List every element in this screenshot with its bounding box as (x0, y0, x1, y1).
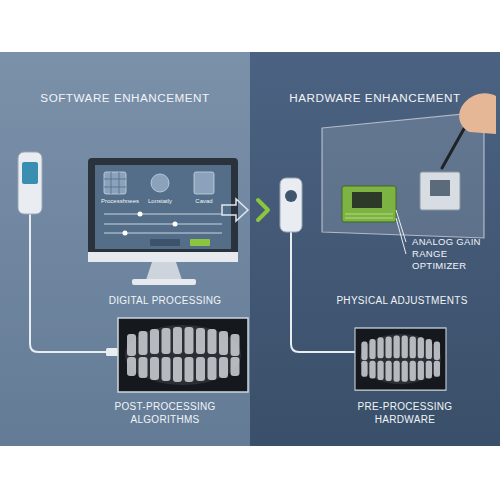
monitor (123, 231, 128, 236)
label-holder: Processhnees (101, 197, 147, 205)
monitor (88, 158, 238, 258)
label-holder: PRE-PROCESSING HARDWARE (338, 400, 473, 426)
panel: SOFTWARE ENHANCEMENT (0, 52, 250, 446)
monitor (146, 262, 182, 280)
caption-label: POST-PROCESSING ALGORITHMS (98, 400, 233, 426)
label-holder: Lonstatly (140, 197, 180, 205)
sensor-device (285, 190, 297, 202)
panel-ground (0, 52, 250, 446)
monitor (95, 165, 231, 249)
xray-image (118, 318, 248, 392)
sensor-device (22, 162, 38, 184)
leader-line (396, 210, 406, 254)
sensor-device (18, 152, 42, 214)
hand (459, 93, 496, 134)
monitor (150, 239, 180, 246)
monitor (190, 239, 210, 246)
hardware-panel (430, 180, 450, 196)
label-holder: ANALOG GAIN RANGE OPTIMIZER (412, 236, 492, 272)
hardware-panel (420, 172, 460, 210)
monitor (104, 214, 222, 233)
monitor (194, 172, 214, 194)
caption-label: PHYSICAL ADJUSTMENTS (312, 294, 492, 307)
xray-image (355, 328, 446, 390)
monitor (88, 252, 238, 262)
screen-text: Processhnees (101, 197, 147, 205)
hardware-panel (342, 186, 396, 222)
monitor (104, 172, 126, 194)
hardware-panel (345, 214, 393, 218)
panel-ground (250, 52, 500, 446)
panel: HARDWARE ENHANCEMENT (250, 52, 500, 446)
chevron (258, 200, 268, 220)
hardware-panel (352, 192, 382, 208)
panel-title: HARDWARE ENHANCEMENT (250, 90, 500, 106)
screen-text: Cavad (188, 197, 220, 205)
hardware-panel (322, 112, 484, 238)
panel-title: SOFTWARE ENHANCEMENT (0, 90, 250, 106)
monitor (173, 222, 178, 227)
label-holder: DIGITAL PROCESSING (75, 294, 255, 307)
label-holder: Cavad (188, 197, 220, 205)
monitor (138, 212, 143, 217)
caption-label: PRE-PROCESSING HARDWARE (338, 400, 473, 426)
label-holder: PHYSICAL ADJUSTMENTS (312, 294, 492, 307)
caption-label: DIGITAL PROCESSING (75, 294, 255, 307)
hollow-arrow (222, 199, 248, 221)
sensor-device (280, 178, 302, 232)
sensor-device (106, 348, 118, 356)
monitor (151, 174, 169, 192)
hand (442, 93, 496, 168)
monitor (88, 158, 238, 285)
caption-label: ANALOG GAIN RANGE OPTIMIZER (412, 236, 492, 272)
label-holder: POST-PROCESSING ALGORITHMS (98, 400, 233, 426)
hardware-panel (322, 112, 484, 238)
monitor (132, 279, 196, 285)
monitor (104, 172, 126, 194)
screen-text: Lonstatly (140, 197, 180, 205)
